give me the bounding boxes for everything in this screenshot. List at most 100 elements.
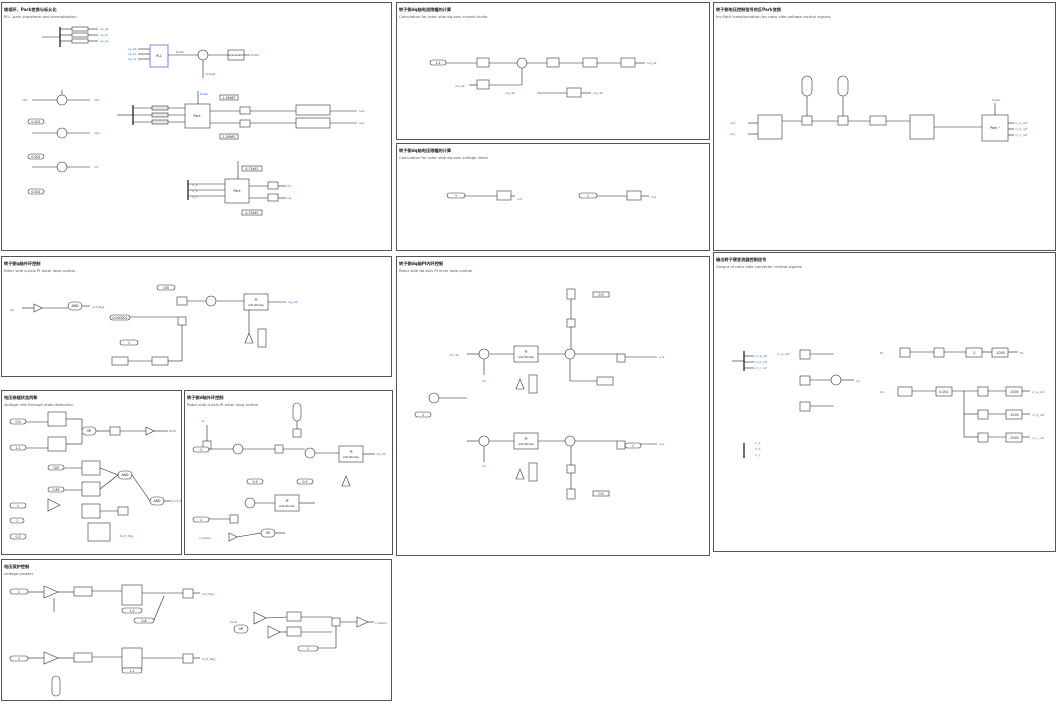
compare-vp2[interactable] <box>121 647 143 669</box>
sum-d-outer[interactable] <box>232 443 244 455</box>
sum-d-inner[interactable] <box>478 348 490 360</box>
or-vp[interactable] <box>233 624 249 634</box>
switch-vp[interactable] <box>331 617 341 627</box>
not-vp2[interactable] <box>267 625 281 639</box>
mult-inv[interactable] <box>801 115 813 126</box>
gain-out-1[interactable] <box>1005 386 1023 397</box>
mult-q1[interactable] <box>176 296 188 306</box>
compare-fd2[interactable] <box>47 436 67 452</box>
mult-d-low[interactable] <box>229 514 239 524</box>
gain-fd[interactable] <box>47 498 61 512</box>
delay-vp1[interactable] <box>286 611 302 622</box>
ff-d[interactable] <box>596 376 614 386</box>
filter-q[interactable] <box>295 117 331 129</box>
gain-q-in[interactable] <box>33 303 43 313</box>
filter-qs[interactable] <box>897 386 913 397</box>
gain-ps3[interactable] <box>991 347 1009 358</box>
pll-block[interactable] <box>149 44 169 68</box>
neg-gain[interactable] <box>566 87 582 98</box>
mult-inv2[interactable] <box>837 115 849 126</box>
compare-vp1[interactable] <box>121 584 143 606</box>
mult-out-b[interactable] <box>799 375 811 386</box>
limiter-d-outer[interactable] <box>341 475 351 487</box>
sum-pll[interactable] <box>197 49 209 61</box>
xy-to-polar[interactable] <box>757 114 783 140</box>
sum-q-inner[interactable] <box>478 435 490 447</box>
polar-to-xy[interactable] <box>909 114 935 140</box>
mult-ps[interactable] <box>933 347 945 358</box>
sum-out[interactable] <box>830 374 842 386</box>
sum-current[interactable] <box>516 57 528 69</box>
sum-d-ff[interactable] <box>564 348 576 360</box>
switch-q-inner[interactable] <box>616 440 626 450</box>
park-rotor[interactable] <box>187 161 268 204</box>
sum-misc[interactable] <box>428 392 440 404</box>
delay-fd[interactable] <box>109 426 121 436</box>
pi-q-inner[interactable] <box>513 432 539 450</box>
mult-irq[interactable] <box>267 193 279 202</box>
filter-vp2[interactable] <box>73 652 93 663</box>
mult-top[interactable] <box>566 318 576 328</box>
square-block-2[interactable] <box>476 79 490 90</box>
switch-fd[interactable] <box>117 506 129 516</box>
gain-vp2[interactable] <box>43 651 59 665</box>
gain-qs[interactable] <box>935 386 953 397</box>
compare-fd3[interactable] <box>81 460 101 476</box>
mult-bot[interactable] <box>566 464 576 474</box>
pi-d-outer[interactable] <box>338 445 364 463</box>
gain-top[interactable] <box>566 288 576 300</box>
gain-vlim2[interactable] <box>626 190 642 201</box>
limit-block[interactable] <box>582 57 598 68</box>
not-vp1[interactable] <box>253 611 267 625</box>
park-stator[interactable] <box>117 91 240 129</box>
saturation-q[interactable] <box>111 356 129 366</box>
sum-d-outer2[interactable] <box>304 447 316 459</box>
gain-block[interactable] <box>620 57 636 68</box>
scope-fd[interactable] <box>87 522 111 542</box>
compare-fd1[interactable] <box>47 411 67 427</box>
gain-vp1[interactable] <box>43 585 59 599</box>
limiter-d[interactable] <box>515 378 525 390</box>
not-d[interactable] <box>228 532 238 542</box>
mult-vp1[interactable] <box>182 588 194 599</box>
mult-qs3[interactable] <box>977 432 989 443</box>
gain-ps2[interactable] <box>965 347 983 358</box>
mult-vp2[interactable] <box>182 653 194 664</box>
gain-d-top[interactable] <box>292 428 302 438</box>
pi-d-low[interactable] <box>274 494 300 512</box>
mult-out-a[interactable] <box>799 349 811 360</box>
not-vp3[interactable] <box>356 616 369 628</box>
compare-fd5[interactable] <box>81 503 101 519</box>
mult-d[interactable] <box>239 106 251 115</box>
compare-fd4[interactable] <box>81 481 101 497</box>
pi-d-inner[interactable] <box>513 345 539 363</box>
filter-d[interactable] <box>295 104 331 116</box>
limiter-q-inner[interactable] <box>515 468 525 480</box>
limiter-q[interactable] <box>244 332 254 344</box>
sum-q1[interactable] <box>205 295 217 307</box>
switch-q[interactable] <box>177 316 187 326</box>
sum-q-ff[interactable] <box>564 435 576 447</box>
sum-d-low[interactable] <box>244 497 256 509</box>
mult-out-c[interactable] <box>799 401 811 412</box>
mult-ird[interactable] <box>267 181 279 190</box>
gain-ps[interactable] <box>899 347 911 358</box>
gain-bot[interactable] <box>566 488 576 500</box>
gain-out-2[interactable] <box>1005 409 1023 420</box>
gain-out-3[interactable] <box>1005 432 1023 443</box>
filter-vp1[interactable] <box>73 586 93 597</box>
filter-q[interactable] <box>151 356 169 366</box>
square-block[interactable] <box>476 57 490 68</box>
gain-vlim1[interactable] <box>496 190 512 201</box>
sqrt-block[interactable] <box>546 57 560 68</box>
mult-q[interactable] <box>239 119 251 128</box>
pi-q-outer[interactable] <box>243 293 269 311</box>
not-fd[interactable] <box>145 426 155 436</box>
switch-d[interactable] <box>616 353 626 363</box>
input-mux-top[interactable] <box>42 26 98 47</box>
mult-qs[interactable] <box>977 386 989 397</box>
mult-qs2[interactable] <box>977 409 989 420</box>
switch-d-outer[interactable] <box>274 444 284 454</box>
limit-inv[interactable] <box>869 115 887 126</box>
delay-vp2[interactable] <box>286 626 302 637</box>
